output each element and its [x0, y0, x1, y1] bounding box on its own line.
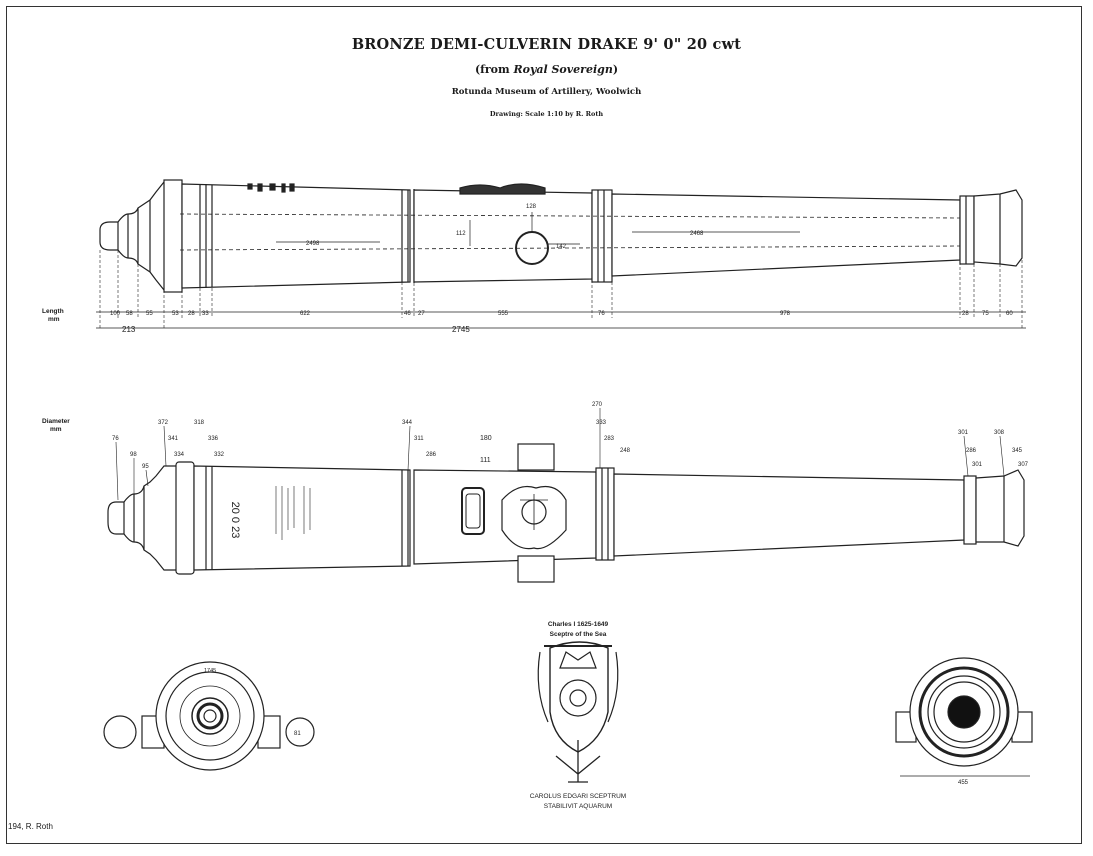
- seg-label: 28: [962, 311, 969, 317]
- total-main-label: 2745: [452, 325, 470, 334]
- seg-label: 28: [188, 311, 195, 317]
- dia-label: 286: [966, 448, 977, 454]
- dia-label: 334: [174, 452, 185, 458]
- inner-length-label: 2498: [306, 241, 320, 247]
- vent-length-label: 2468: [690, 231, 704, 237]
- seg-label: 33: [202, 311, 209, 317]
- dia-label: 336: [208, 436, 219, 442]
- credit-label: 194, R. Roth: [8, 822, 53, 831]
- cannon-side-view: [99, 179, 1023, 293]
- total-left-label: 213: [122, 325, 136, 334]
- dia-label: 76: [112, 436, 119, 442]
- seg-label: 27: [418, 311, 425, 317]
- crest-caption-line2: Sceptre of the Sea: [550, 631, 607, 638]
- seg-label: 76: [598, 311, 605, 317]
- scale-note: Drawing: Scale 1:10 by R. Roth: [489, 110, 604, 118]
- dia-label: 307: [1018, 462, 1029, 468]
- length-extension-lines: [99, 250, 1023, 330]
- dia-label: 283: [604, 436, 615, 442]
- weight-marks: 20 0 23: [229, 502, 241, 539]
- royal-crest: [537, 641, 619, 783]
- trunnion-dia-label: 128: [526, 204, 537, 210]
- dia-label: 341: [168, 436, 179, 442]
- subtitle-ship: Royal Sovereign: [513, 63, 613, 76]
- seg-label: 100: [110, 311, 121, 317]
- dia-label: 372: [158, 420, 169, 426]
- dia-label: 345: [1012, 448, 1023, 454]
- dia-label: 270: [592, 402, 603, 408]
- seg-label: 53: [172, 311, 179, 317]
- bore-height-label: 112: [456, 231, 466, 237]
- crest-motto-line2: STABILIVIT AQUARUM: [544, 803, 612, 810]
- seg-label: 555: [498, 311, 509, 317]
- seg-label: 46: [404, 311, 411, 317]
- crest-motto-line1: CAROLUS EDGARI SCEPTRUM: [530, 793, 626, 800]
- dia-label: 308: [994, 430, 1005, 436]
- drawing-title: BRONZE DEMI-CULVERIN DRAKE 9' 0" 20 cwt: [351, 36, 742, 53]
- dia-label: 301: [958, 430, 969, 436]
- dia-label: 332: [214, 452, 225, 458]
- dia-label: 286: [426, 452, 437, 458]
- seg-label: 978: [780, 311, 791, 317]
- drawing-subtitle: (from Royal Sovereign): [0, 63, 1093, 76]
- breech-top-label: 1745: [204, 668, 216, 674]
- dia-label: 98: [130, 452, 137, 458]
- dia-label: 311: [414, 436, 424, 442]
- dia-label: 301: [972, 462, 983, 468]
- diameter-leader-lines: [115, 408, 1005, 501]
- seg-label: 58: [126, 311, 133, 317]
- muzzle-width-label: 455: [958, 780, 969, 786]
- breech-end-view: [103, 661, 315, 771]
- trunnion-angle-label: 180: [480, 435, 492, 442]
- length-unit: mm: [48, 316, 60, 323]
- breech-trunnion-label: 81: [294, 731, 301, 737]
- trunnion-angle-label: 111: [480, 457, 491, 464]
- length-label: Length: [42, 308, 64, 315]
- diameter-label: Diameter: [42, 418, 70, 425]
- dia-label: 333: [596, 420, 607, 426]
- crest-caption-line1: Charles I 1625-1649: [548, 621, 609, 628]
- dia-label: 248: [620, 448, 631, 454]
- trunnion-offset-label: 142: [556, 244, 567, 250]
- dia-label: 344: [402, 420, 413, 426]
- cannon-plan-view: 20 0 23: [107, 443, 1025, 583]
- length-labels: 100 58 55 53 28 33 622 46 27 555 76 978 …: [110, 204, 1013, 334]
- subtitle-suffix: ): [612, 63, 619, 76]
- seg-label: 55: [146, 311, 153, 317]
- seg-label: 60: [1006, 311, 1013, 317]
- diameter-unit: mm: [50, 426, 62, 433]
- dia-label: 95: [142, 464, 149, 470]
- museum-location: Rotunda Museum of Artillery, Woolwich: [451, 87, 642, 97]
- muzzle-end-view: [895, 657, 1033, 777]
- diameter-labels: 76 98 95 372 341 334 318 336 332 344 311…: [112, 402, 1029, 470]
- subtitle-prefix: (from: [474, 63, 514, 76]
- seg-label: 75: [982, 311, 989, 317]
- seg-label: 622: [300, 311, 311, 317]
- dia-label: 318: [194, 420, 205, 426]
